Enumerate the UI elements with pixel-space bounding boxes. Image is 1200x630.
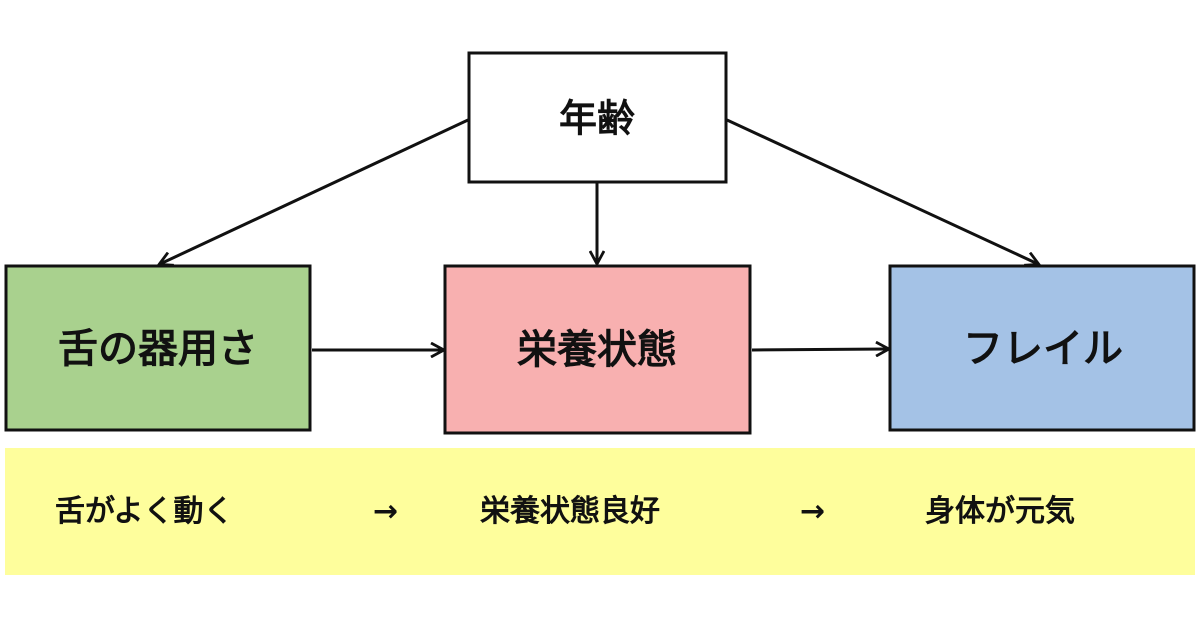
node-age-box (467, 51, 728, 184)
node-nutrition-box (443, 264, 752, 435)
edge-age-to-frailty (726, 118, 1038, 264)
node-tongue-box (4, 264, 312, 432)
node-frailty-box (888, 264, 1196, 432)
edge-nutrition-to-frailty (751, 349, 888, 350)
node-tongue: 舌の器用さ (4, 264, 312, 432)
summary-step-tongue: 舌がよく動く (55, 494, 234, 529)
summary-band: 舌がよく動く → 栄養状態良好 → 身体が元気 (5, 448, 1195, 575)
node-frailty-label: フレイル (963, 326, 1123, 372)
summary-arrow-1: → (373, 494, 399, 529)
summary-step-body: 身体が元気 (925, 494, 1075, 529)
summary-arrow-2: → (800, 494, 826, 529)
node-tongue-label: 舌の器用さ (58, 326, 258, 372)
edge-age-to-tongue (160, 118, 469, 264)
summary-step-nutrition: 栄養状態良好 (480, 494, 660, 529)
node-nutrition: 栄養状態 (443, 264, 752, 435)
node-frailty: フレイル (888, 264, 1196, 432)
node-nutrition-label: 栄養状態 (517, 327, 677, 373)
node-age-label: 年齢 (559, 97, 635, 141)
node-age: 年齢 (467, 51, 728, 184)
